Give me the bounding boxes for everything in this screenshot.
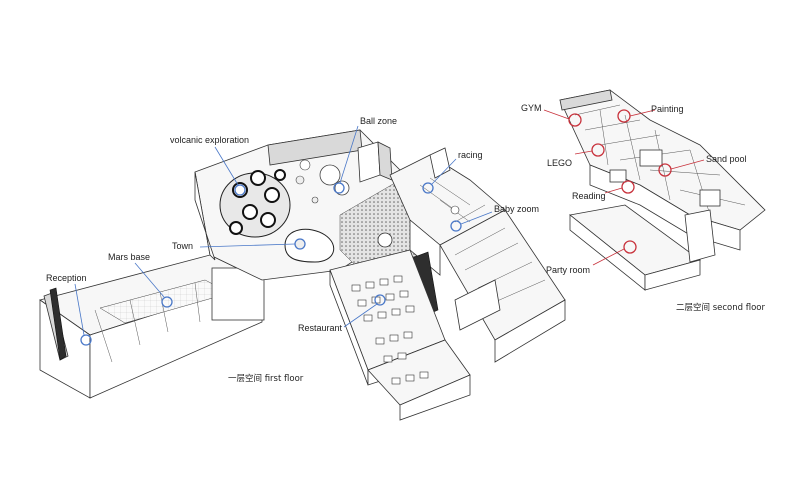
label-baby-zoom: Baby zoom (494, 204, 539, 214)
label-ball-zone: Ball zone (360, 116, 397, 126)
marker-volcanic[interactable] (234, 184, 246, 196)
first-floor-leaders (74, 125, 493, 336)
first-floor-markers (80, 182, 462, 346)
marker-racing[interactable] (422, 182, 434, 194)
label-sand-pool: Sand pool (706, 154, 747, 164)
label-gym: GYM (521, 103, 542, 113)
marker-reading[interactable] (621, 180, 635, 194)
label-painting: Painting (651, 104, 684, 114)
marker-baby-zoom[interactable] (450, 220, 462, 232)
marker-sand-pool[interactable] (658, 163, 672, 177)
first-floor-plan (39, 129, 566, 421)
label-reception: Reception (46, 273, 87, 283)
second-floor-caption: 二层空间 second floor (676, 302, 765, 313)
second-floor-labels: GYM Painting LEGO Sand pool Reading Part… (521, 103, 765, 313)
marker-party-room[interactable] (623, 240, 637, 254)
label-volcanic-exploration: volcanic exploration (170, 135, 249, 145)
label-mars-base: Mars base (108, 252, 150, 262)
second-floor-plan (559, 89, 766, 291)
second-floor-markers (568, 109, 672, 254)
label-racing: racing (458, 150, 483, 160)
marker-lego[interactable] (591, 143, 605, 157)
label-reading: Reading (572, 191, 606, 201)
label-restaurant: Restaurant (298, 323, 343, 333)
marker-restaurant[interactable] (374, 294, 386, 306)
label-party-room: Party room (546, 265, 590, 275)
first-floor-labels: Reception Mars base Town volcanic explor… (46, 116, 539, 384)
marker-ball-zone[interactable] (333, 182, 345, 194)
marker-reception[interactable] (80, 334, 92, 346)
label-lego: LEGO (547, 158, 572, 168)
marker-mars-base[interactable] (161, 296, 173, 308)
marker-gym[interactable] (568, 113, 582, 127)
second-floor-leaders (543, 109, 705, 266)
label-town: Town (172, 241, 193, 251)
first-floor-caption: 一层空间 first floor (228, 373, 304, 384)
